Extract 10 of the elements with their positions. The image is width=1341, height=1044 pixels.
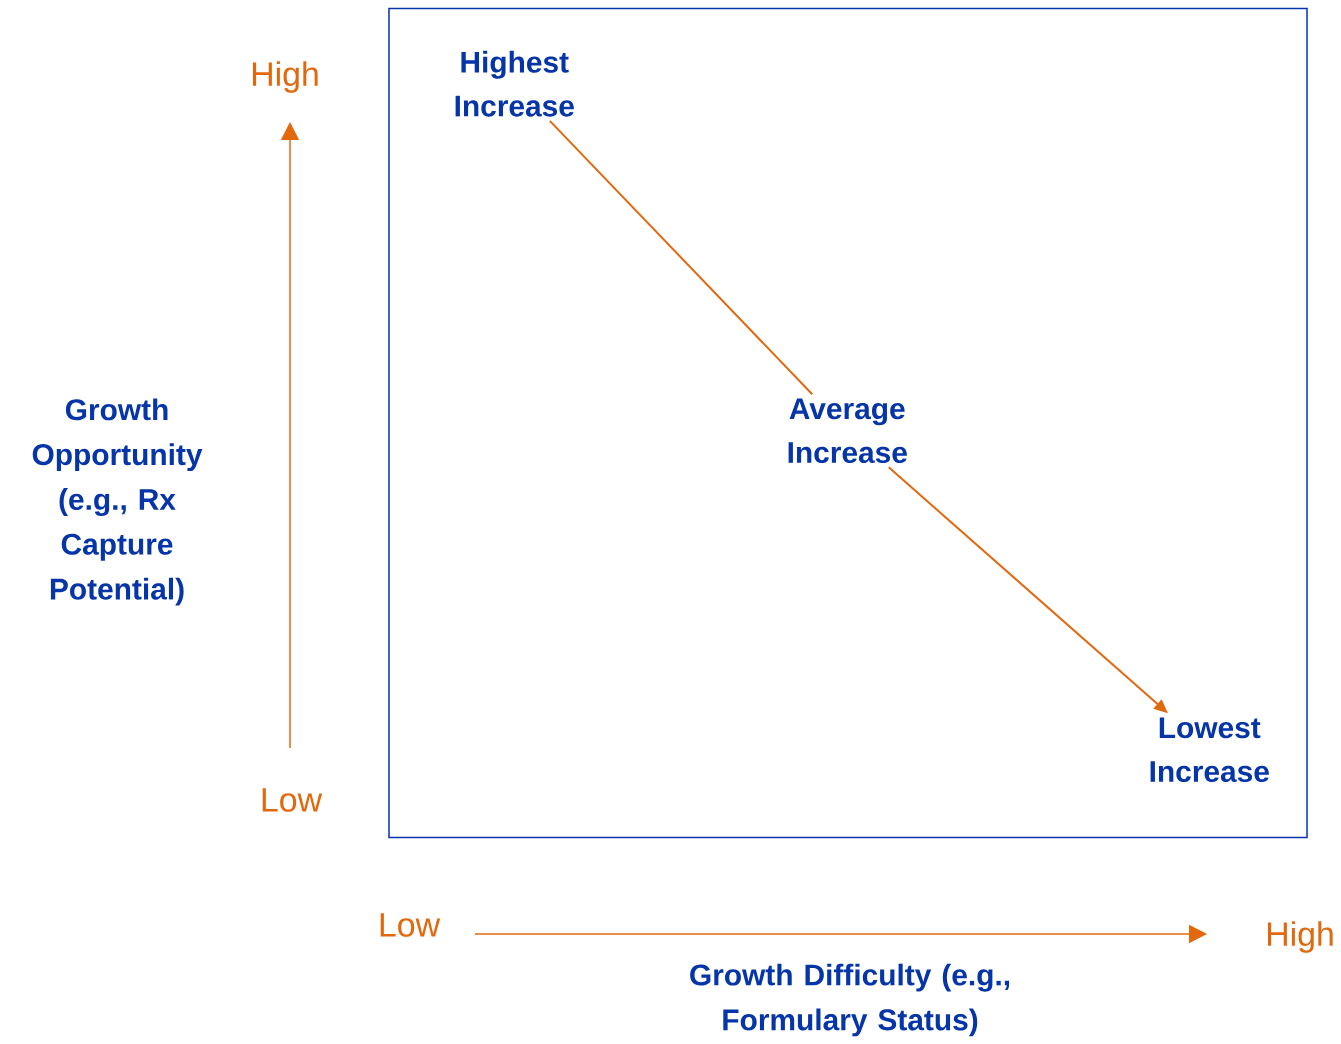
axis-label: High xyxy=(1267,921,1333,953)
axis-title: Growth Opportunity (e.g., Rx Capture Potential) xyxy=(32,398,203,606)
axis-title: Growth Difficulty (e.g., Formulary Status) xyxy=(690,963,1010,1037)
node-text: Highest Increase xyxy=(455,50,574,117)
axis-label: Low xyxy=(262,788,323,812)
frame-box xyxy=(388,7,1308,839)
node-text: Lowest Increase xyxy=(1150,717,1269,783)
node-text: Average Increase xyxy=(788,398,907,464)
axis-label: Low xyxy=(380,913,441,937)
axis-label: High xyxy=(252,61,318,93)
